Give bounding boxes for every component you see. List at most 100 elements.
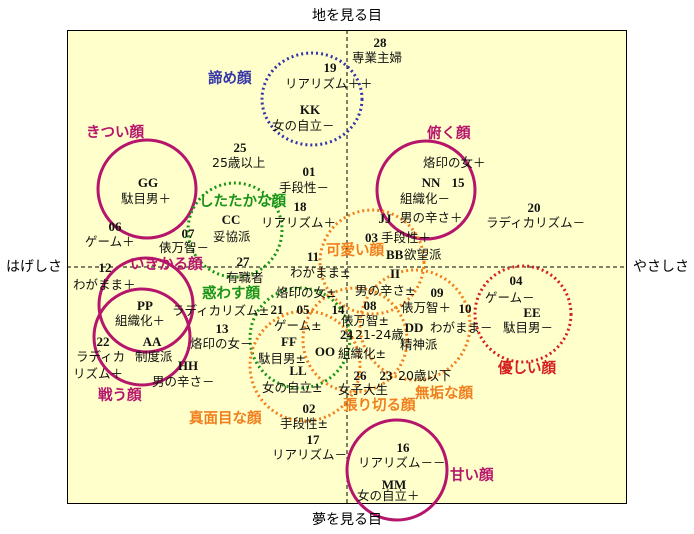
code-label: 25 <box>233 140 247 155</box>
code-label: 01 <box>302 164 316 179</box>
term-label: 組織化－ <box>400 191 451 206</box>
code-label: 11 <box>306 249 320 264</box>
term-label: ラディカ <box>76 349 126 364</box>
term-label: 21-24歳 <box>355 327 404 342</box>
term-label: わがまま＋ <box>73 277 136 292</box>
group-label: したたかな顔 <box>199 194 286 210</box>
term-label: 男の辛さ± <box>355 283 416 298</box>
group-label: 戦う顔 <box>98 388 142 404</box>
term-label: 駄目男＋ <box>121 191 172 206</box>
circle-kitsui <box>96 138 198 240</box>
code-label: 12 <box>98 260 112 275</box>
term-label: 専業主婦 <box>352 50 403 65</box>
code-label: MM <box>381 477 407 492</box>
code-label: GG <box>137 175 159 190</box>
term-label: 俵万智± <box>341 313 389 328</box>
term-label: 男の辛さ＋ <box>400 210 463 225</box>
code-label: 28 <box>373 35 387 50</box>
term-label: 20歳以下 <box>398 368 452 383</box>
code-label: 15 <box>451 175 465 190</box>
code-label: OO <box>314 344 336 359</box>
code-label: 03 <box>365 230 378 245</box>
axis-top-label: 地を見る目 <box>312 8 382 24</box>
code-label: 18 <box>293 199 307 214</box>
circle-yasashii <box>473 264 573 364</box>
term-label: 駄目男－ <box>503 320 554 335</box>
code-label: 21 <box>270 302 284 317</box>
circle-utsumuku <box>375 139 477 241</box>
circle-kawaii <box>318 208 426 316</box>
group-label: 甘い顔 <box>450 468 494 484</box>
group-label: 真面目な顔 <box>189 411 262 427</box>
code-label: 09 <box>430 285 444 300</box>
circle-muku <box>358 268 472 382</box>
group-label: 優しい顔 <box>498 361 556 377</box>
term-label: リズム＋ <box>73 366 124 381</box>
group-label: 張り切る顔 <box>343 398 416 414</box>
group-label: 諦め顔 <box>208 71 252 87</box>
term-label: 組織化＋ <box>115 313 166 328</box>
code-label: 26 <box>353 368 367 383</box>
term-label: 25歳以上 <box>212 155 266 170</box>
term-label: 組織化± <box>338 346 386 361</box>
code-label: 05 <box>296 302 310 317</box>
term-label: 俵万智＋ <box>401 300 452 315</box>
term-label: ラディカリズム± <box>172 303 270 318</box>
code-label: 08 <box>363 298 377 313</box>
code-label: 13 <box>215 321 229 336</box>
code-label: CC <box>221 212 241 227</box>
code-label: 04 <box>509 273 523 288</box>
term-label: 手段性－ <box>279 180 330 195</box>
term-label: 欲望派 <box>404 247 442 262</box>
code-label: KK <box>299 102 321 117</box>
term-label: ラディカリズム－ <box>486 215 586 230</box>
code-label: JJ <box>378 211 392 226</box>
code-label: 17 <box>306 432 320 447</box>
code-label: 20 <box>527 200 541 215</box>
term-label: わがまま± <box>290 265 351 280</box>
group-label: 俯く顔 <box>427 126 471 142</box>
circle-madowasu <box>248 286 352 390</box>
group-label: 惑わす顔 <box>202 286 260 302</box>
group-label: 可愛い顔 <box>326 243 384 259</box>
circle-tatakau <box>92 287 192 387</box>
code-label: 10 <box>458 301 472 316</box>
group-label: 無垢な顔 <box>415 386 473 402</box>
code-label: 07 <box>181 226 195 241</box>
code-label: 22 <box>96 334 110 349</box>
code-label: NN <box>421 175 441 190</box>
code-label: 16 <box>396 440 410 455</box>
circle-amai <box>345 418 449 522</box>
code-label: LL <box>289 363 307 378</box>
term-label: 女の自立－ <box>272 118 335 133</box>
axis-left-label: はげしさ <box>6 259 62 275</box>
term-label: 手段性＋ <box>381 230 432 245</box>
term-label: 駄目男± <box>258 351 306 366</box>
code-label: 06 <box>108 219 122 234</box>
term-label: 女の自立± <box>262 380 323 395</box>
code-label: DD <box>404 320 424 335</box>
term-label: 女の自立＋ <box>357 488 420 503</box>
term-label: 俵万智－ <box>159 240 210 255</box>
term-label: ゲーム－ <box>485 290 535 305</box>
circle-akirame <box>260 51 364 147</box>
code-label: PP <box>137 298 153 313</box>
term-label: 有職者 <box>226 270 264 285</box>
term-label: ゲーム± <box>274 318 322 333</box>
code-label: 27 <box>236 254 250 269</box>
code-label: 23 <box>379 368 393 383</box>
term-label: 烙印の女－ <box>190 336 253 351</box>
term-label: リアリズム－ <box>272 447 348 462</box>
axis-bottom-label: 夢を見る目 <box>312 512 382 528</box>
term-label: 手段性± <box>280 416 328 431</box>
circle-shitataka <box>186 181 284 279</box>
term-label: わがまま－ <box>430 320 493 335</box>
term-label: 妥協派 <box>213 229 251 244</box>
circle-majime <box>248 309 362 423</box>
code-label: 19 <box>323 60 337 75</box>
code-label: 14 <box>331 302 345 317</box>
code-label: 24 <box>340 327 353 342</box>
code-label: BB <box>386 247 404 262</box>
term-label: 烙印の女＋ <box>423 155 486 170</box>
group-label: いきかる顔 <box>130 257 203 273</box>
